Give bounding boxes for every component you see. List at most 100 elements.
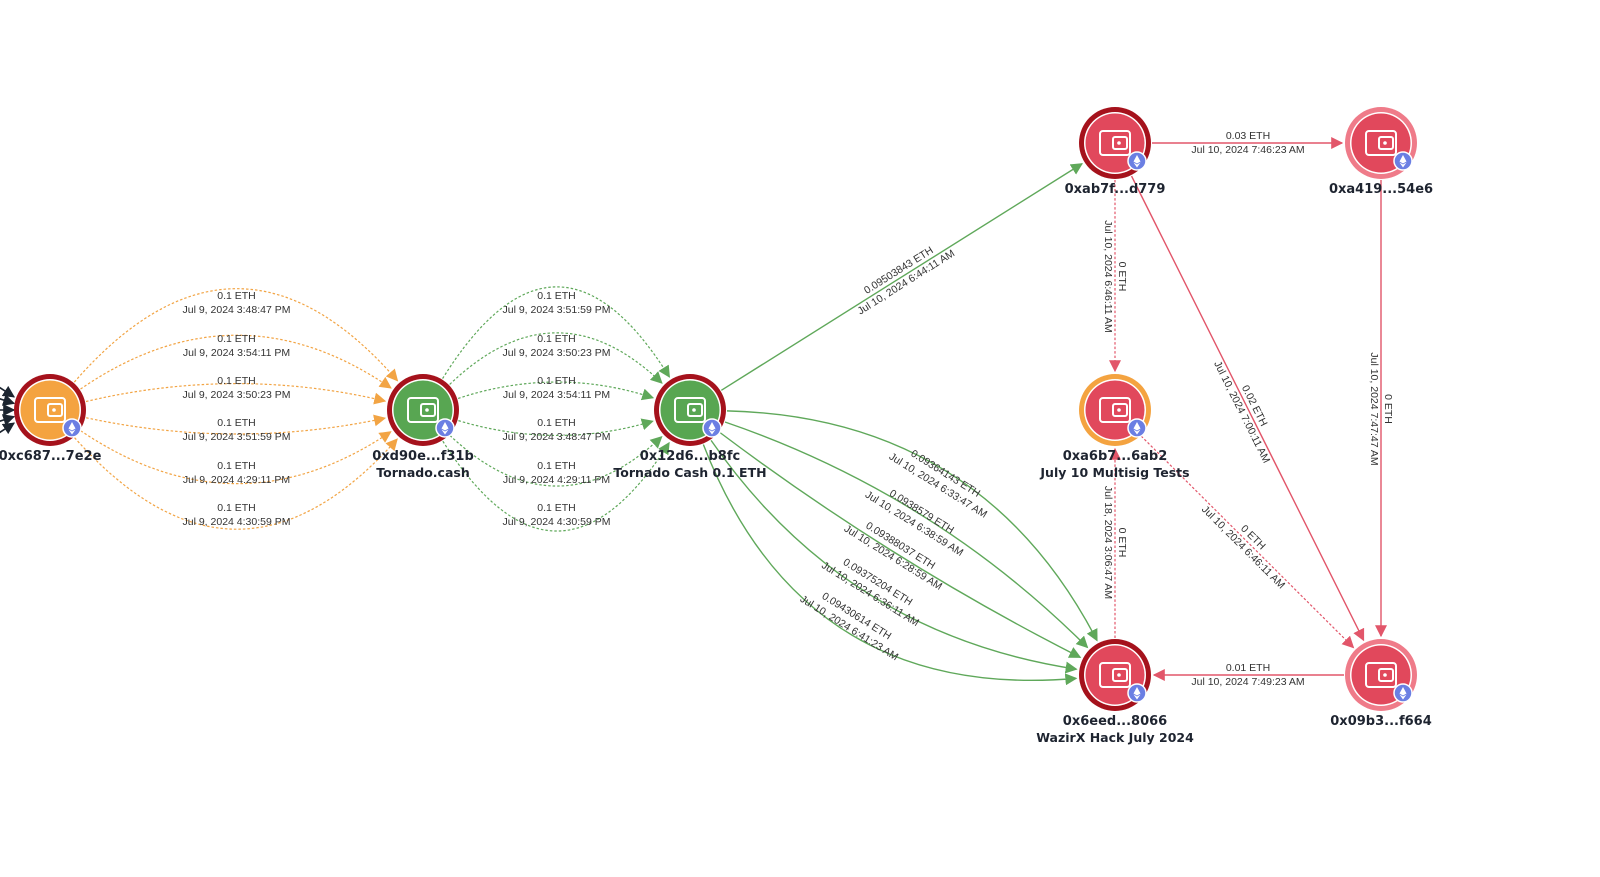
ethereum-icon: [1127, 418, 1147, 438]
edge[interactable]: 0.1 ETH Jul 9, 2024 3:54:11 PM: [457, 375, 655, 401]
edge-timestamp: Jul 9, 2024 3:48:47 PM: [183, 304, 291, 316]
edge-line[interactable]: [74, 437, 398, 530]
edge-line[interactable]: [442, 286, 670, 379]
edge-line[interactable]: [1130, 175, 1365, 642]
edge-line[interactable]: [724, 421, 1089, 649]
edge-line[interactable]: [720, 163, 1083, 391]
edge-timestamp: Jul 9, 2024 3:54:11 PM: [183, 347, 290, 359]
edge-amount: 0.1 ETH: [537, 375, 576, 387]
incoming-edge[interactable]: [0, 375, 16, 398]
incoming-edge[interactable]: [0, 414, 16, 428]
node-address[interactable]: 0x6eed...8066: [1063, 714, 1167, 729]
node-label: Tornado Cash 0.1 ETH: [613, 465, 766, 480]
node-address[interactable]: 0x12d6...b8fc: [640, 449, 740, 464]
wallet-icon: [1365, 662, 1397, 688]
wallet-node[interactable]: 0xab7f...d779: [1065, 107, 1166, 197]
incoming-edge[interactable]: [0, 422, 16, 445]
wallet-node[interactable]: 0x09b3...f664: [1330, 639, 1432, 729]
incoming-edges: [0, 375, 16, 445]
edge-line[interactable]: [85, 383, 387, 405]
edge-timestamp: Jul 9, 2024 3:48:47 PM: [503, 431, 611, 443]
edge-line[interactable]: [80, 334, 392, 390]
edge-timestamp: Jul 9, 2024 3:50:23 PM: [183, 389, 291, 401]
edge-timestamp: Jul 9, 2024 4:30:59 PM: [183, 516, 291, 528]
wallet-icon: [407, 397, 439, 423]
edge-line[interactable]: [1140, 435, 1355, 649]
edge-line[interactable]: [719, 431, 1082, 658]
ethereum-icon: [1127, 683, 1147, 703]
edge-amount: 0.1 ETH: [217, 460, 256, 472]
wallet-icon: [1099, 662, 1131, 688]
node-label: WazirX Hack July 2024: [1036, 730, 1194, 745]
edge[interactable]: 0.1 ETH Jul 9, 2024 3:54:11 PM: [80, 333, 392, 390]
edge-timestamp: Jul 10, 2024 6:46:11 AM: [1102, 220, 1114, 332]
edge-timestamp: Jul 10, 2024 7:47:47 AM: [1368, 352, 1380, 465]
ethereum-icon: [1393, 683, 1413, 703]
edge-amount: 0.03 ETH: [1226, 130, 1270, 142]
edge-amount: 0.1 ETH: [217, 417, 256, 429]
wallet-icon: [1099, 397, 1131, 423]
incoming-edge[interactable]: [0, 392, 16, 406]
edge-amount: 0.1 ETH: [537, 460, 576, 472]
edge-label: 0.1 ETH Jul 9, 2024 4:30:59 PM: [183, 502, 291, 528]
edge-line[interactable]: [726, 410, 1098, 642]
edge-timestamp: Jul 10, 2024 6:46:11 AM: [1199, 504, 1287, 592]
edge-line[interactable]: [710, 440, 1078, 674]
edge-amount: 0.1 ETH: [217, 290, 256, 302]
edge-line[interactable]: [457, 381, 655, 401]
wallet-node[interactable]: 0xa419...54e6: [1329, 107, 1433, 197]
edge-line[interactable]: [702, 444, 1078, 686]
edge-line[interactable]: [442, 440, 670, 532]
wallet-node[interactable]: 0xc687...7e2e: [0, 374, 102, 464]
node-address[interactable]: 0xd90e...f31b: [372, 449, 474, 464]
edge[interactable]: 0.1 ETH Jul 9, 2024 4:30:59 PM: [442, 440, 670, 532]
ethereum-icon: [1393, 151, 1413, 171]
edge-timestamp: Jul 9, 2024 4:30:59 PM: [503, 516, 611, 528]
edge-timestamp: Jul 9, 2024 4:29:11 PM: [503, 474, 610, 486]
node-address[interactable]: 0xa419...54e6: [1329, 182, 1433, 197]
wallet-icon: [1365, 130, 1397, 156]
edge[interactable]: 0.1 ETH Jul 9, 2024 3:48:47 PM: [73, 288, 399, 383]
node-address[interactable]: 0x09b3...f664: [1330, 714, 1431, 729]
edge[interactable]: 0.1 ETH Jul 9, 2024 4:29:11 PM: [449, 434, 663, 487]
edge-timestamp: Jul 9, 2024 3:54:11 PM: [503, 389, 610, 401]
edge-label: 0.1 ETH Jul 9, 2024 3:48:47 PM: [183, 290, 291, 316]
node-address[interactable]: 0xc687...7e2e: [0, 449, 102, 464]
wallet-icon: [1099, 130, 1131, 156]
edge-amount: 0.1 ETH: [217, 333, 256, 345]
edge-line[interactable]: [86, 414, 387, 435]
node-address[interactable]: 0xa6b7...6ab2: [1063, 449, 1168, 464]
edge-line[interactable]: [80, 430, 392, 485]
edge-line[interactable]: [458, 418, 654, 437]
edge-amount: 0.1 ETH: [217, 502, 256, 514]
edge[interactable]: 0.1 ETH Jul 9, 2024 4:30:59 PM: [74, 437, 398, 530]
node-address[interactable]: 0xab7f...d779: [1065, 182, 1166, 197]
